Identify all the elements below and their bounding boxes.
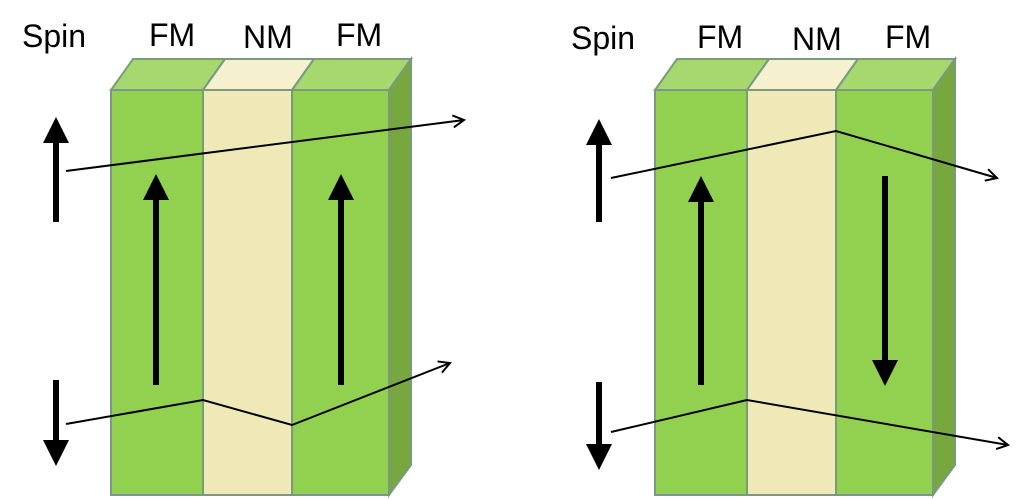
left-spin-up-arrow xyxy=(43,117,69,222)
left-fm1-magnetization-up-arrow xyxy=(143,174,169,385)
right-fm2-magnetization-down-arrow xyxy=(872,176,898,386)
left-nonmagnetic-layer xyxy=(202,89,293,496)
right-nonmagnetic-layer xyxy=(746,89,837,496)
right-nm-label: NM xyxy=(792,21,842,57)
right-fm2-label: FM xyxy=(885,19,931,55)
right-spin-down-electron-path xyxy=(610,398,1008,445)
right-fm2-side-face xyxy=(932,55,956,499)
left-fm2-magnetization-up-arrow xyxy=(328,174,354,385)
left-fm1-label: FM xyxy=(149,17,195,53)
left-panel: Spin FM NM FM xyxy=(22,17,464,499)
left-spin-label: Spin xyxy=(22,18,86,54)
right-fm1-magnetization-up-arrow xyxy=(688,176,714,385)
left-fm2-side-face xyxy=(388,55,412,499)
right-spin-label: Spin xyxy=(571,20,635,56)
right-spin-up-electron-path xyxy=(610,129,997,178)
left-nm-label: NM xyxy=(243,19,293,55)
left-spin-down-arrow xyxy=(43,380,69,466)
right-panel: Spin FM NM FM xyxy=(571,19,1008,499)
left-spin-down-electron-path xyxy=(65,363,450,427)
right-layer-stack xyxy=(653,55,957,499)
right-spin-down-arrow xyxy=(586,382,612,470)
right-fm1-label: FM xyxy=(697,19,743,55)
left-spin-up-electron-path xyxy=(65,120,464,172)
left-layer-stack xyxy=(109,55,413,499)
right-spin-up-arrow xyxy=(586,119,612,222)
left-fm2-label: FM xyxy=(336,17,382,53)
